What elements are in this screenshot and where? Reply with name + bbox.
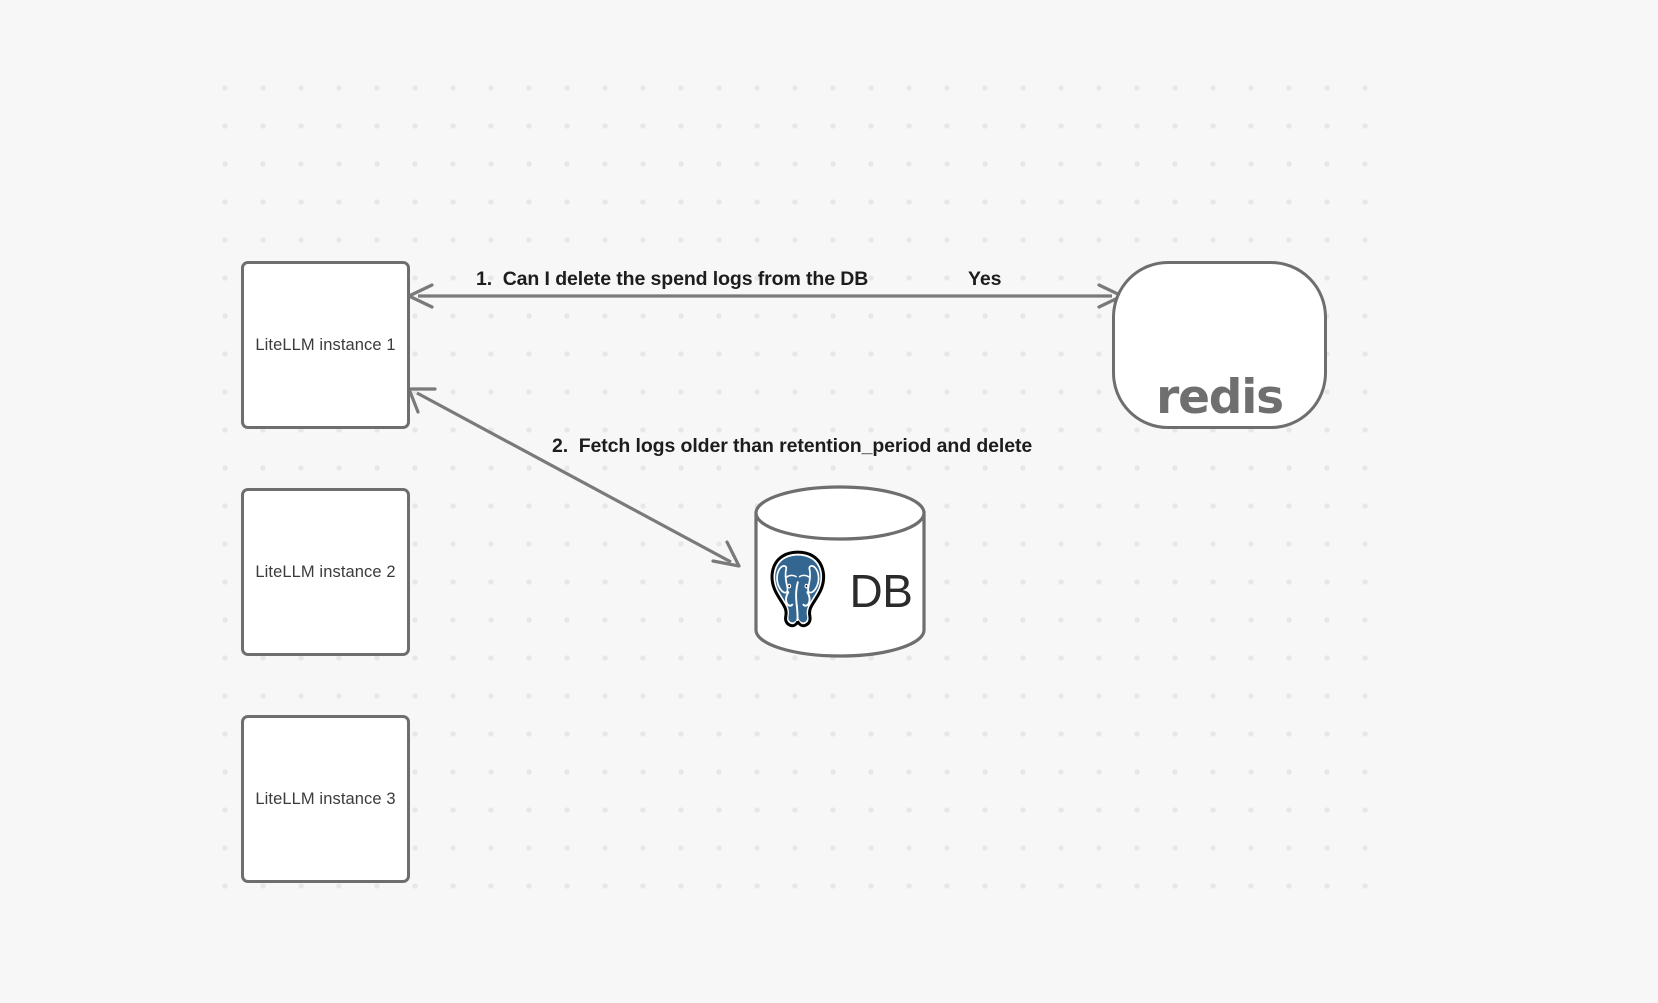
redis-wordmark: redis (1156, 370, 1284, 425)
node-litellm-instance-1[interactable]: LiteLLM instance 1 (241, 261, 410, 429)
node-litellm-instance-3[interactable]: LiteLLM instance 3 (241, 715, 410, 883)
node-litellm-instance-2[interactable]: LiteLLM instance 2 (241, 488, 410, 656)
node-label: LiteLLM instance 2 (255, 562, 396, 581)
database-label: DB (849, 565, 913, 617)
postgresql-elephant-icon (770, 550, 826, 628)
node-label: LiteLLM instance 1 (255, 335, 396, 354)
edge-label-2: 2. Fetch logs older than retention_perio… (552, 435, 1033, 457)
node-label: LiteLLM instance 3 (255, 789, 396, 808)
edge-label-1-answer: Yes (968, 268, 1002, 290)
database-label-container: DB (836, 565, 926, 617)
redis-logo-container: redis (1156, 267, 1284, 425)
edge-litellm1-to-db (407, 387, 741, 568)
edge-label-1: 1. Can I delete the spend logs from the … (476, 268, 869, 290)
node-redis[interactable]: redis (1112, 261, 1327, 429)
